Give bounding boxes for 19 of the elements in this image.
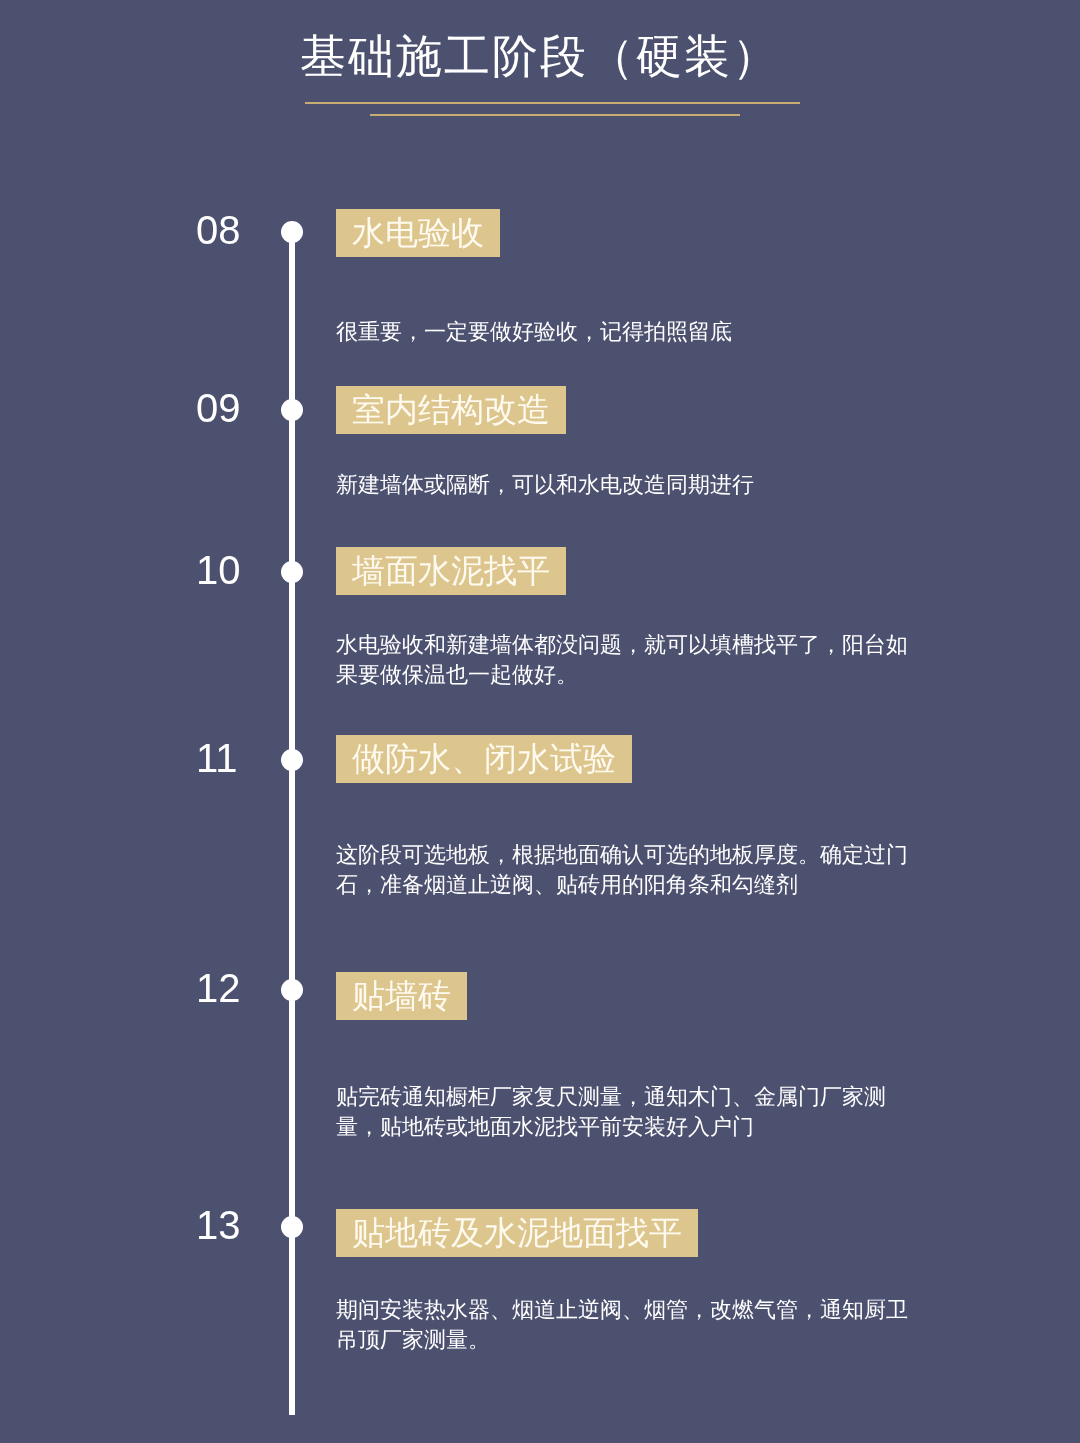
step-heading: 室内结构改造 <box>336 386 566 434</box>
step-description: 水电验收和新建墙体都没问题，就可以填槽找平了，阳台如果要做保温也一起做好。 <box>336 631 909 689</box>
step-heading: 墙面水泥找平 <box>336 547 566 595</box>
step-heading: 水电验收 <box>336 209 500 257</box>
step-description: 很重要，一定要做好验收，记得拍照留底 <box>336 318 733 346</box>
step-number: 12 <box>196 965 242 1012</box>
step-description: 新建墙体或隔断，可以和水电改造同期进行 <box>336 471 755 499</box>
step-description: 这阶段可选地板，根据地面确认可选的地板厚度。确定过门石，准备烟道止逆阀、贴砖用的阳角条和勾缝剂 <box>336 841 909 899</box>
step-heading: 做防水、闭水试验 <box>336 735 632 783</box>
step-heading: 贴地砖及水泥地面找平 <box>336 1209 698 1257</box>
step-number: 11 <box>196 735 239 782</box>
step-heading: 贴墙砖 <box>336 972 467 1020</box>
step-description: 期间安装热水器、烟道止逆阀、烟管，改燃气管，通知厨卫吊顶厂家测量。 <box>336 1296 909 1354</box>
step-number: 08 <box>196 207 242 254</box>
title: 基础施工阶段（硬装） <box>300 28 780 85</box>
step-description: 贴完砖通知橱柜厂家复尺测量，通知木门、金属门厂家测量，贴地砖或地面水泥找平前安装好入户门 <box>336 1083 887 1141</box>
step-number: 13 <box>196 1202 242 1249</box>
step-number: 10 <box>196 547 242 594</box>
step-number: 09 <box>196 385 242 432</box>
